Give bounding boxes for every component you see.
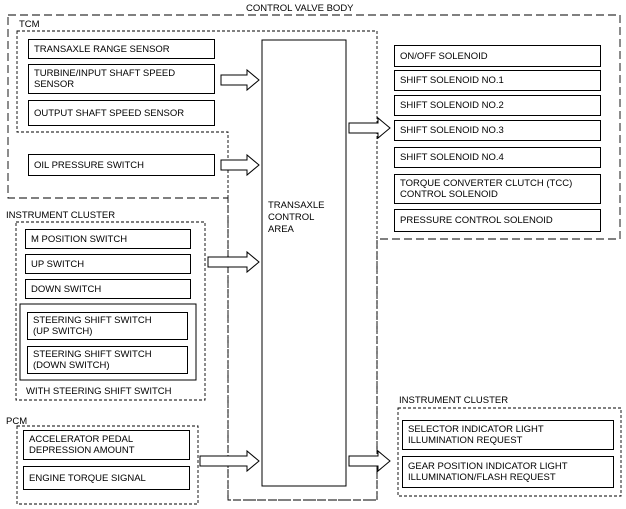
shift-solenoid-4-box: SHIFT SOLENOID NO.4 — [394, 147, 601, 168]
transaxle-control-area-box — [261, 39, 347, 487]
tcm-label: TCM — [19, 19, 40, 30]
transaxle-range-sensor-box: TRANSAXLE RANGE SENSOR — [28, 39, 215, 59]
arrow-to-cluster — [348, 449, 391, 473]
engine-torque-signal-box: ENGINE TORQUE SIGNAL — [23, 466, 190, 490]
instrument-cluster-right-label: INSTRUMENT CLUSTER — [399, 395, 509, 406]
arrow-pcm — [199, 449, 260, 473]
steering-shift-down-switch-box: STEERING SHIFT SWITCH (DOWN SWITCH) — [27, 346, 188, 374]
up-switch-box: UP SWITCH — [25, 254, 191, 274]
on-off-solenoid-box: ON/OFF SOLENOID — [394, 45, 601, 67]
pcm-label: PCM — [6, 416, 28, 427]
control-valve-body-label: CONTROL VALVE BODY — [246, 3, 354, 14]
instrument-cluster-left-outline — [15, 221, 206, 401]
steering-shift-up-switch-box: STEERING SHIFT SWITCH (UP SWITCH) — [27, 312, 188, 340]
tcc-control-solenoid-box: TORQUE CONVERTER CLUTCH (TCC) CONTROL SO… — [394, 174, 601, 204]
shift-solenoid-3-box: SHIFT SOLENOID NO.3 — [394, 120, 601, 141]
turbine-input-shaft-speed-sensor-box: TURBINE/INPUT SHAFT SPEED SENSOR — [28, 64, 215, 94]
down-switch-box: DOWN SWITCH — [25, 279, 191, 299]
pcm-outline — [16, 425, 199, 505]
tcm-outline — [16, 30, 378, 501]
shift-solenoid-1-box: SHIFT SOLENOID NO.1 — [394, 70, 601, 91]
oil-pressure-switch-box: OIL PRESSURE SWITCH — [28, 154, 215, 176]
transaxle-control-area-label: TRANSAXLE CONTROL AREA — [268, 200, 325, 235]
with-steering-shift-switch-label: WITH STEERING SHIFT SWITCH — [26, 386, 172, 397]
steering-shift-group-outline — [19, 303, 197, 381]
selector-indicator-light-request-box: SELECTOR INDICATOR LIGHT ILLUMINATION RE… — [402, 420, 614, 450]
output-shaft-speed-sensor-box: OUTPUT SHAFT SPEED SENSOR — [28, 100, 215, 126]
instrument-cluster-left-label: INSTRUMENT CLUSTER — [6, 210, 116, 221]
gear-position-indicator-light-request-box: GEAR POSITION INDICATOR LIGHT ILLUMINATI… — [402, 456, 614, 488]
arrow-oil-pressure — [220, 153, 260, 177]
arrow-tcm-inputs — [220, 68, 260, 92]
shift-solenoid-2-box: SHIFT SOLENOID NO.2 — [394, 95, 601, 116]
arrow-instrument-cluster — [207, 250, 260, 274]
arrow-to-solenoids — [348, 116, 391, 140]
accelerator-pedal-depression-box: ACCELERATOR PEDAL DEPRESSION AMOUNT — [23, 430, 190, 460]
m-position-switch-box: M POSITION SWITCH — [25, 229, 191, 249]
instrument-cluster-right-outline — [397, 407, 622, 497]
pressure-control-solenoid-box: PRESSURE CONTROL SOLENOID — [394, 209, 601, 232]
control-valve-body-outline — [7, 14, 621, 501]
